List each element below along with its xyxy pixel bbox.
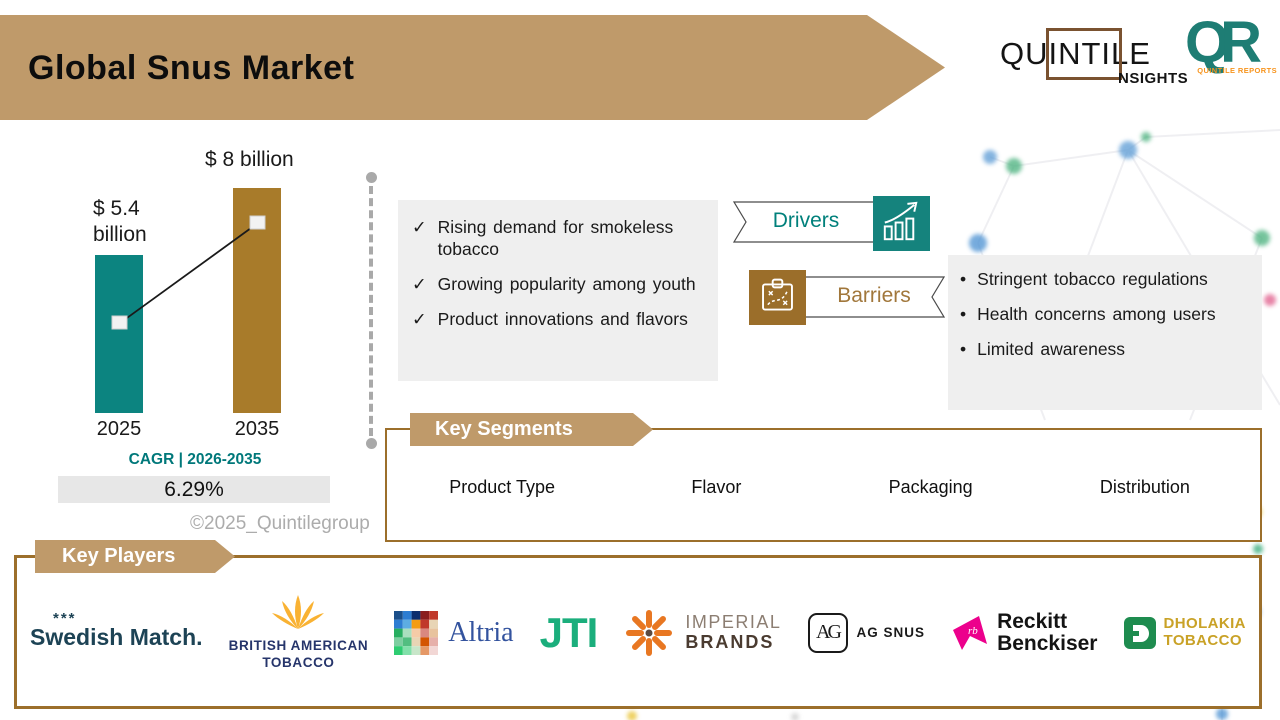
imperial-brands-star-icon [626, 609, 673, 656]
ag-snus-wordmark: AG SNUS [856, 625, 926, 640]
driver-item: ✓ Product innovations and flavors [412, 309, 706, 331]
x-axis-label-2025: 2025 [96, 418, 142, 440]
quintile-logo-frame [1046, 28, 1122, 80]
rb-wordmark-line1: Reckitt [997, 610, 1068, 634]
player-logo-reckitt-benckiser: rb Reckitt Benckiser [951, 611, 1097, 654]
growth-chart-icon [873, 196, 930, 251]
quintile-wordmark: QUINTILE [1000, 36, 1151, 71]
driver-item: ✓ Rising demand for smokeless tobacco [412, 217, 706, 261]
quintile-wordmark-sub: NSIGHTS [1118, 70, 1189, 87]
page-title: Global Snus Market [28, 49, 355, 87]
player-logo-dholakia-tobacco: DHOLAKIA TOBACCO [1123, 615, 1246, 649]
player-logo-jti: JTI [539, 608, 599, 657]
bullet-icon: • [960, 269, 967, 289]
player-logo-imperial-brands: IMPERIAL BRANDS [623, 607, 781, 659]
dashed-divider [369, 186, 373, 436]
player-logo-altria: Altria [394, 610, 514, 655]
dholakia-d-icon [1123, 616, 1156, 649]
swedish-match-wordmark: Swedish Match. [30, 624, 203, 650]
bat-wordmark-line2: TOBACCO [262, 655, 335, 670]
key-segments-banner: Key Segments [410, 413, 653, 446]
drivers-ribbon [733, 201, 875, 243]
divider-dot-top [365, 172, 377, 183]
trend-line [111, 215, 266, 330]
barrier-text: Stringent tobacco regulations [977, 269, 1208, 289]
x-axis-label-2035: 2035 [234, 418, 280, 440]
check-icon: ✓ [412, 217, 427, 237]
rb-wordmark-line2: Benckiser [997, 631, 1098, 655]
player-logo-ag-snus: AG AG SNUS [807, 612, 926, 653]
ag-monogram-icon: AG [807, 612, 848, 653]
altria-mosaic-icon [394, 610, 439, 655]
bullet-icon: • [960, 303, 967, 324]
rb-kite-icon: rb [953, 615, 988, 650]
bullet-icon: • [960, 338, 967, 359]
copyright-watermark: ©2025_Quintilegroup [190, 513, 370, 534]
check-icon: ✓ [412, 308, 427, 329]
bat-leaf-icon [272, 595, 325, 630]
player-logo-swedish-match: *** Swedish Match. [30, 610, 203, 651]
key-segments-box [385, 428, 1262, 542]
jti-wordmark: JTI [539, 608, 599, 656]
divider-dot-bottom [365, 438, 377, 449]
drivers-title: Drivers [772, 209, 840, 232]
barrier-item: • Stringent tobacco regulations [960, 269, 1252, 291]
segment-flavor: Flavor [691, 477, 742, 497]
driver-text: Product innovations and flavors [437, 308, 688, 329]
qr-monogram: QR [1185, 10, 1262, 75]
quintile-insights-logo: QUINTILE NSIGHTS [1000, 28, 1188, 100]
barrier-text: Health concerns among users [977, 303, 1216, 324]
drivers-panel: ✓ Rising demand for smokeless tobacco ✓ … [398, 200, 718, 381]
barrier-item: • Limited awareness [960, 339, 1252, 361]
cagr-value: 6.29% [58, 476, 330, 503]
driver-text: Growing popularity among youth [437, 273, 696, 294]
altria-wordmark: Altria [448, 616, 514, 648]
segment-product-type: Product Type [449, 477, 555, 497]
key-players-row: *** Swedish Match. BRITISH AMERICAN TOBA… [30, 575, 1246, 690]
chart-value-label-2025: $ 5.4 billion [93, 197, 147, 246]
check-icon: ✓ [412, 273, 427, 294]
bat-wordmark-line1: BRITISH AMERICAN [228, 638, 369, 654]
segment-distribution: Distribution [1099, 477, 1190, 497]
dholakia-wordmark-line1: DHOLAKIA [1163, 615, 1246, 632]
dholakia-wordmark-line2: TOBACCO [1163, 631, 1242, 649]
qr-caption: QUINTILE REPORTS [1197, 66, 1277, 75]
cagr-label: CAGR | 2026-2035 [128, 451, 262, 468]
svg-text:rb: rb [968, 625, 978, 637]
header-banner [0, 15, 945, 120]
driver-text: Rising demand for smokeless tobacco [437, 217, 674, 259]
imperial-wordmark-line2: BRANDS [685, 631, 775, 652]
key-segments-row: Product Type Flavor Packaging Distributi… [395, 477, 1252, 498]
barrier-text: Limited awareness [977, 338, 1126, 359]
driver-item: ✓ Growing popularity among youth [412, 274, 706, 296]
swedish-match-stars-icon: *** [53, 610, 77, 627]
chart-value-label-2035: $ 8 billion [205, 148, 294, 171]
barriers-title: Barriers [837, 284, 911, 307]
key-players-banner: Key Players [35, 540, 235, 573]
barriers-panel: • Stringent tobacco regulations • Health… [948, 255, 1262, 410]
strategy-clipboard-icon [749, 270, 806, 325]
bar-2025 [95, 255, 143, 413]
player-logo-british-american-tobacco: BRITISH AMERICAN TOBACCO [229, 593, 369, 672]
segment-packaging: Packaging [888, 477, 973, 497]
imperial-wordmark-line1: IMPERIAL [685, 611, 782, 632]
quintile-reports-logo: QR QUINTILE REPORTS [1185, 10, 1277, 76]
barrier-item: • Health concerns among users [960, 304, 1252, 326]
